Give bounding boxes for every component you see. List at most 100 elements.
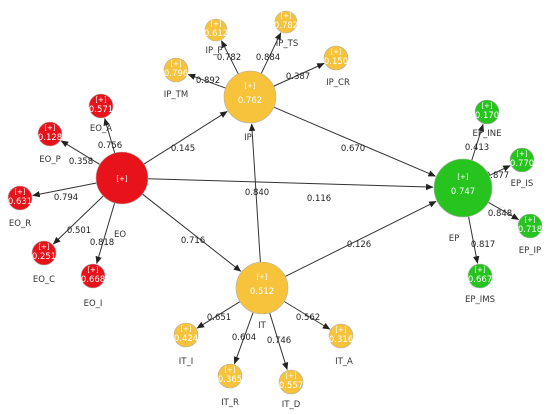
path-coefficient-label: 0.848	[488, 209, 512, 219]
edge-eo-to-ip	[143, 111, 228, 165]
node-circle[interactable]	[323, 45, 349, 71]
node-circle[interactable]	[173, 322, 199, 348]
node-circle[interactable]	[278, 369, 304, 395]
node-circle[interactable]	[235, 261, 289, 315]
node-label: EP_IMS	[465, 295, 495, 305]
node-circle[interactable]	[474, 99, 500, 125]
expand-marker[interactable]: [+]	[256, 273, 268, 281]
expand-marker[interactable]: [+]	[87, 266, 99, 274]
path-coefficient-label: 0.716	[181, 236, 205, 246]
edge-eo-to-ep	[147, 178, 434, 191]
node-label: IT_I	[179, 357, 193, 367]
expand-marker[interactable]: [+]	[481, 102, 493, 110]
path-coefficient-label: 0.746	[267, 336, 291, 346]
edge-it-to-ip	[248, 123, 261, 263]
expand-marker[interactable]: [+]	[14, 188, 26, 196]
expand-marker[interactable]: [+]	[335, 326, 347, 334]
edge-it-to-it-r	[233, 312, 254, 365]
node-circle[interactable]	[517, 213, 543, 239]
path-coefficient-label: 0.126	[347, 240, 371, 250]
expand-marker[interactable]: [+]	[280, 12, 292, 20]
construct-node-eo[interactable]: [+]EO	[95, 151, 149, 240]
node-circle[interactable]	[217, 363, 243, 389]
node-circle[interactable]	[163, 57, 189, 83]
path-coefficient-label: 0.884	[256, 53, 280, 63]
edge-it-to-it-d	[269, 312, 289, 371]
node-circle[interactable]	[80, 263, 106, 289]
expand-marker[interactable]: [+]	[244, 82, 256, 90]
node-circle[interactable]	[204, 18, 228, 42]
expand-marker[interactable]: [+]	[44, 124, 56, 132]
node-circle[interactable]	[37, 121, 63, 147]
edge-it-to-it-i	[196, 301, 241, 329]
path-coefficient-label: 0.892	[196, 76, 220, 86]
node-label: EO_R	[9, 219, 31, 229]
node-circle[interactable]	[88, 93, 114, 119]
edge-ep-to-ep-ims	[468, 216, 480, 264]
node-value: 0.316	[329, 335, 353, 345]
expand-marker[interactable]: [+]	[170, 60, 182, 68]
node-circle[interactable]	[223, 70, 277, 124]
path-coefficient-label: 0.387	[286, 72, 310, 82]
path-coefficient-label: 0.818	[90, 238, 114, 248]
node-value: 0.782	[274, 21, 298, 31]
expand-marker[interactable]: [+]	[474, 266, 486, 274]
node-circle[interactable]	[509, 147, 535, 173]
expand-marker[interactable]: [+]	[95, 96, 107, 104]
node-label: EO_C	[33, 275, 55, 285]
expand-marker[interactable]: [+]	[457, 173, 469, 181]
node-label: IT_A	[335, 357, 353, 367]
node-value: 0.150	[324, 57, 348, 67]
expand-marker[interactable]: [+]	[180, 325, 192, 333]
node-value: 0.424	[174, 334, 198, 344]
node-label: EP_INE	[473, 129, 502, 139]
expand-marker[interactable]: [+]	[224, 366, 236, 374]
node-circle[interactable]	[274, 10, 298, 34]
node-label: IT_R	[221, 398, 239, 408]
edge-eo-to-eo-r	[32, 182, 97, 198]
edge-ip-to-ep	[273, 106, 436, 177]
expand-marker[interactable]: [+]	[516, 150, 528, 158]
edge-ep-to-ep-ine	[471, 123, 485, 161]
node-value: 0.557	[279, 381, 303, 391]
expand-marker[interactable]: [+]	[210, 20, 222, 28]
node-value: 0.667	[468, 275, 492, 285]
node-circle[interactable]	[95, 151, 149, 205]
nodes-layer: [+]EO[+]0.762IP[+]0.512IT[+]0.747EP[+]0.…	[7, 10, 543, 410]
expand-marker[interactable]: [+]	[285, 372, 297, 380]
expand-marker[interactable]: [+]	[38, 243, 50, 251]
expand-marker[interactable]: [+]	[116, 175, 128, 183]
path-coefficient-label: 0.794	[54, 193, 78, 203]
path-coefficient-label: 0.817	[471, 240, 495, 250]
expand-marker[interactable]: [+]	[524, 216, 536, 224]
node-circle[interactable]	[328, 323, 354, 349]
expand-marker[interactable]: [+]	[330, 48, 342, 56]
node-circle[interactable]	[467, 263, 493, 289]
node-circle[interactable]	[7, 185, 33, 211]
node-circle[interactable]	[433, 158, 493, 218]
node-label: IP	[244, 133, 252, 143]
node-circle[interactable]	[31, 240, 57, 266]
